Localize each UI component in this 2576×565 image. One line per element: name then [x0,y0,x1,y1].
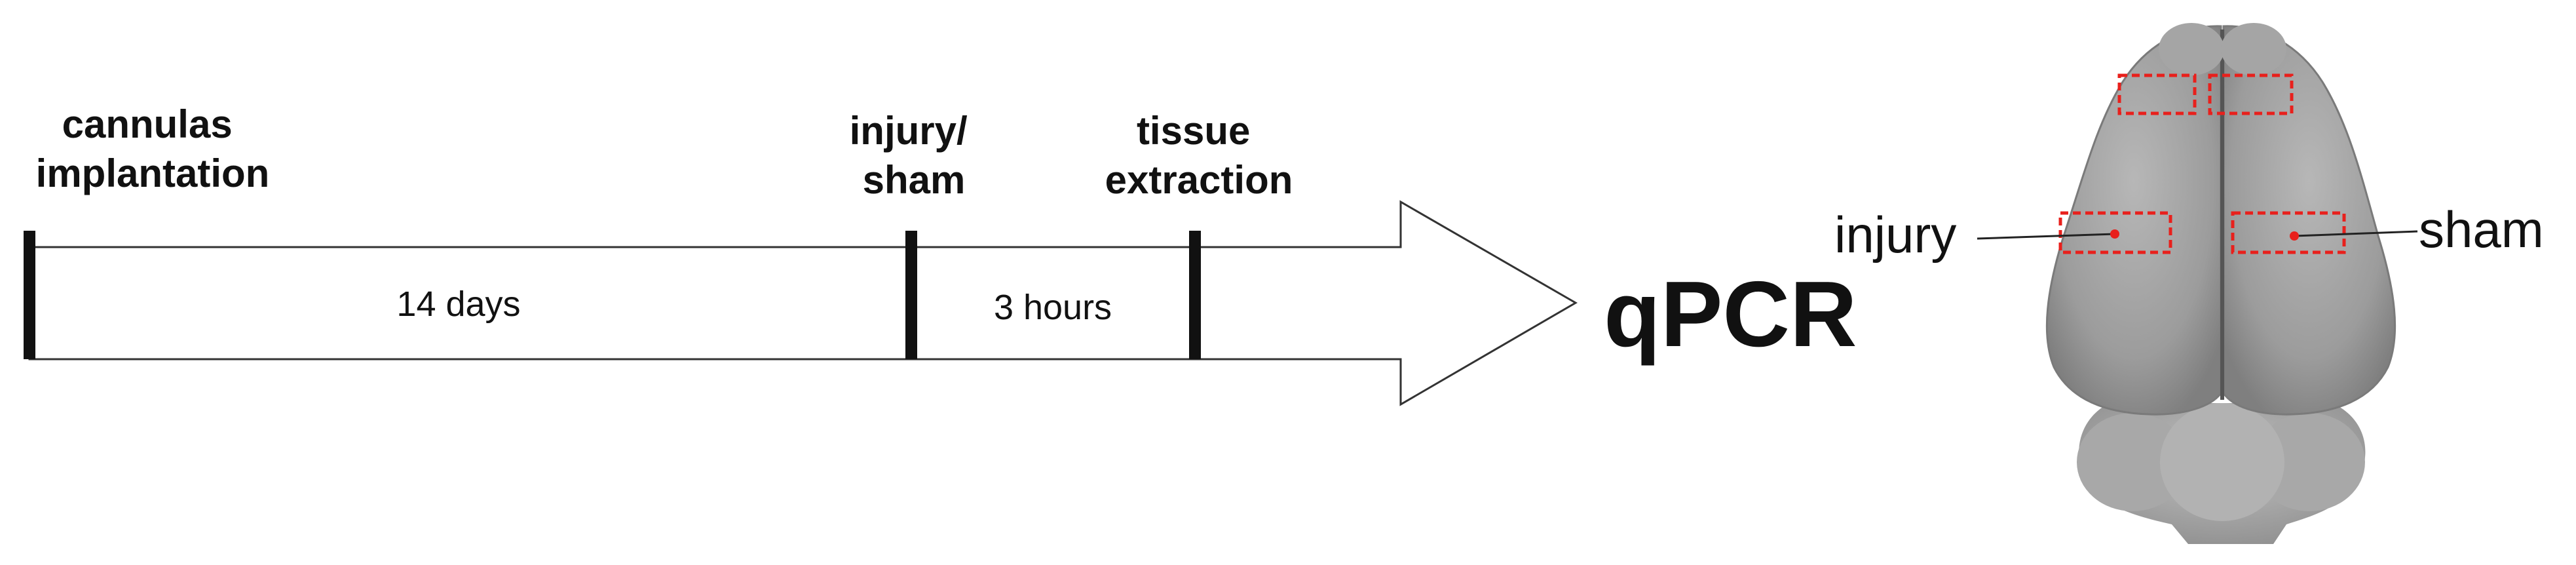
event-label-tissue-extraction: tissue extraction [1105,109,1293,202]
region-box-frontal-left [2117,73,2197,115]
region-dot-injury [2110,229,2119,239]
region-label-injury: injury [1834,206,1956,263]
tick-tissue-extraction [1189,231,1201,359]
brain-left-hemisphere [2045,25,2222,416]
brain-cerebellum-left [2077,413,2188,511]
timeline-arrow [28,200,1578,406]
timeline-arrow-shape [28,200,1578,406]
region-box-sham [2231,211,2346,254]
tick-cannulas-implantation [24,231,35,359]
brain-right-hemisphere [2222,25,2396,416]
event-label-cannulas: cannulas implantation [36,102,270,195]
leader-line-injury [1977,233,2115,240]
brain-olfactory-left [2159,23,2224,75]
region-label-sham: sham [2419,201,2544,258]
brain-vermis [2160,403,2284,521]
interval-label-3-hours: 3 hours [994,288,1112,327]
brain-cerebellum-right [2254,413,2365,511]
event-label-injury-line2: sham [863,158,966,202]
event-label-injury-sham: injury/ sham [850,109,979,202]
region-box-frontal-right [2208,73,2294,115]
region-dot-sham [2290,231,2299,241]
tick-injury-sham [905,231,917,359]
leader-line-sham [2294,230,2418,237]
event-label-injury-line1: injury/ [850,109,968,153]
outcome-label-qpcr: qPCR [1604,262,1857,366]
event-label-tissue-line1: tissue [1137,109,1250,153]
region-box-injury [2058,211,2172,254]
event-label-cannulas-line2: implantation [36,151,270,195]
event-label-cannulas-line1: cannulas [62,102,233,146]
brain-olfactory-right [2221,23,2286,75]
event-label-tissue-line2: extraction [1105,158,1293,202]
interval-label-14-days: 14 days [396,284,520,324]
brain-image [1977,23,2418,544]
